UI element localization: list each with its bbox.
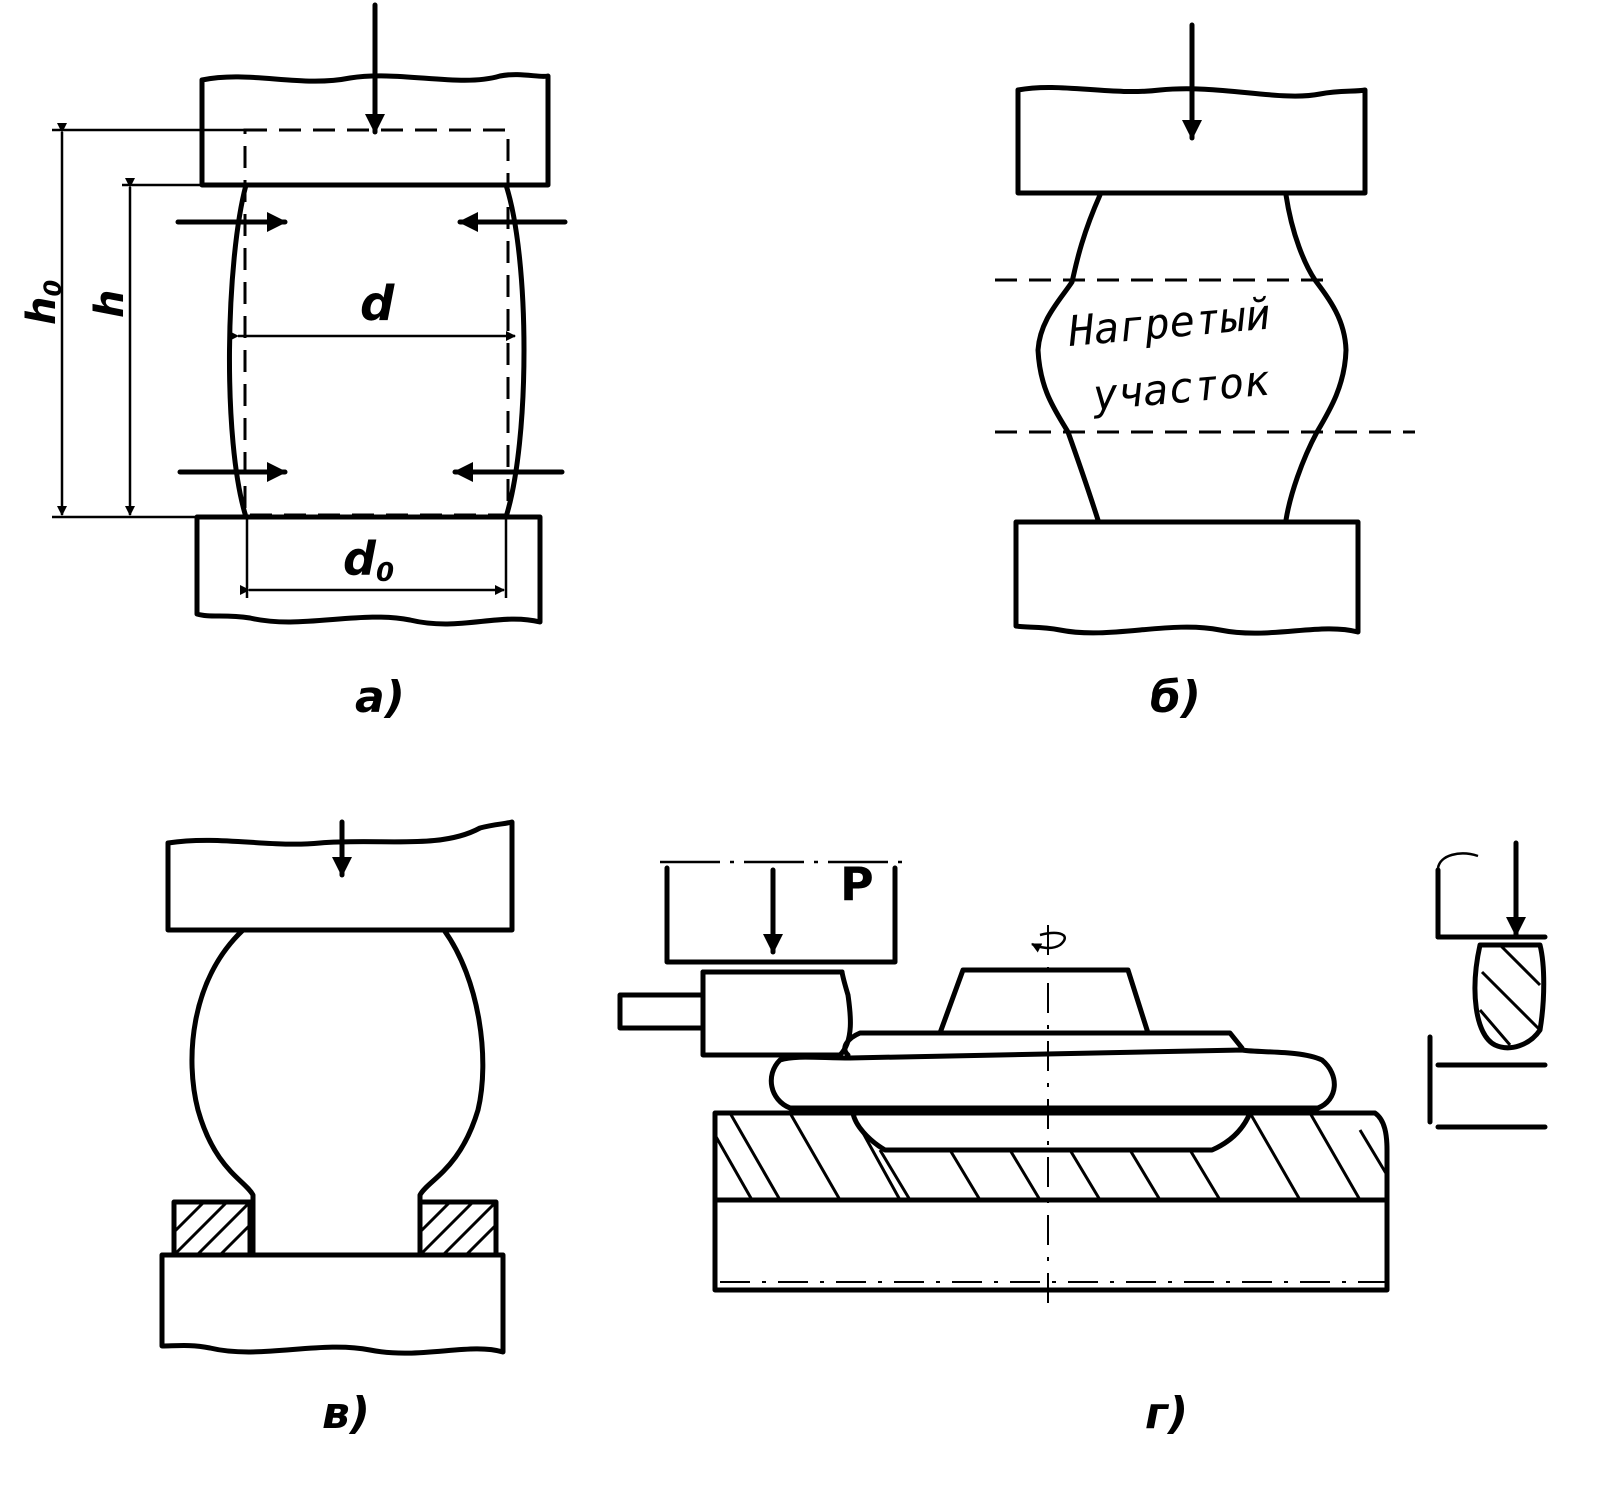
tool-holder <box>700 969 853 1058</box>
frame-bracket <box>664 865 898 965</box>
rotation-arrow <box>1031 931 1066 953</box>
caption-v: в) <box>322 1388 370 1439</box>
panel-v: в) <box>159 819 515 1439</box>
lower-die <box>712 1110 1390 1293</box>
upper-platen <box>199 72 551 188</box>
caption-g: г) <box>1145 1388 1188 1439</box>
workpiece-right-profile-b <box>1283 192 1349 523</box>
tool-detail-roller <box>1472 942 1547 1051</box>
ring-hatching-v <box>172 1200 498 1257</box>
tool-detail-hatching <box>1478 943 1542 1046</box>
panel-g: P <box>617 840 1548 1439</box>
note-heated-line2: участок <box>1090 356 1272 420</box>
note-heated-line1: Нагретый <box>1066 290 1273 357</box>
force-label-P: P <box>840 857 874 911</box>
ring-left-v <box>171 1199 253 1258</box>
tool-detail-curve <box>1436 852 1479 869</box>
lower-platen <box>194 514 543 627</box>
workpiece-barrel-v <box>189 927 486 1258</box>
upper-die-plate <box>842 1030 1245 1058</box>
workpiece-left-profile-b <box>1035 192 1103 523</box>
initial-workpiece-outline <box>243 128 510 517</box>
ring-right-v <box>417 1199 499 1258</box>
panel-a: d d0 h0 h a) <box>19 2 568 723</box>
label-h0: h0 <box>19 280 67 325</box>
caption-b: б) <box>1150 672 1201 723</box>
tool-detail <box>1427 840 1548 1130</box>
panel-b: Нагретый участок б) <box>995 22 1415 723</box>
lower-die-cavity <box>850 1110 1253 1153</box>
caption-a: a) <box>355 672 405 723</box>
label-d0: d0 <box>343 532 394 588</box>
upper-platen-b <box>1015 84 1368 196</box>
upper-platen-v <box>165 819 515 933</box>
workpiece-flange <box>768 1047 1337 1111</box>
tool-shank <box>617 992 706 1031</box>
lower-platen-v <box>159 1252 506 1356</box>
label-h: h <box>87 290 133 318</box>
lower-die-hatching <box>713 1112 1389 1201</box>
upper-die <box>937 967 1151 1036</box>
lower-platen-b <box>1013 519 1361 636</box>
label-d: d <box>360 276 395 332</box>
